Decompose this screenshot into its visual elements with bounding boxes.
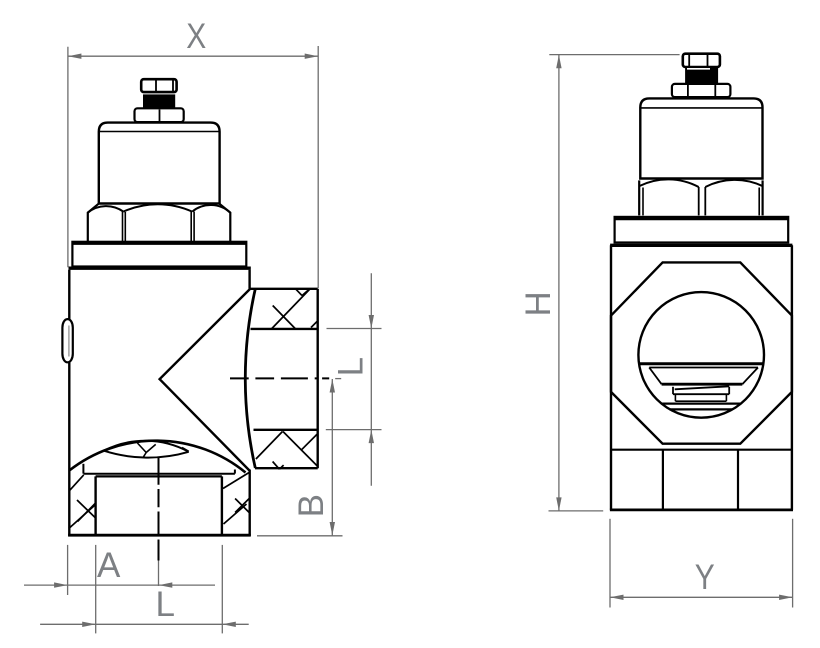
svg-text:A: A: [97, 546, 121, 585]
svg-text:L: L: [155, 585, 174, 624]
svg-text:Y: Y: [695, 558, 715, 597]
svg-text:X: X: [186, 17, 206, 56]
svg-text:H: H: [519, 291, 558, 316]
svg-text:L: L: [332, 357, 371, 376]
svg-text:B: B: [292, 494, 331, 517]
